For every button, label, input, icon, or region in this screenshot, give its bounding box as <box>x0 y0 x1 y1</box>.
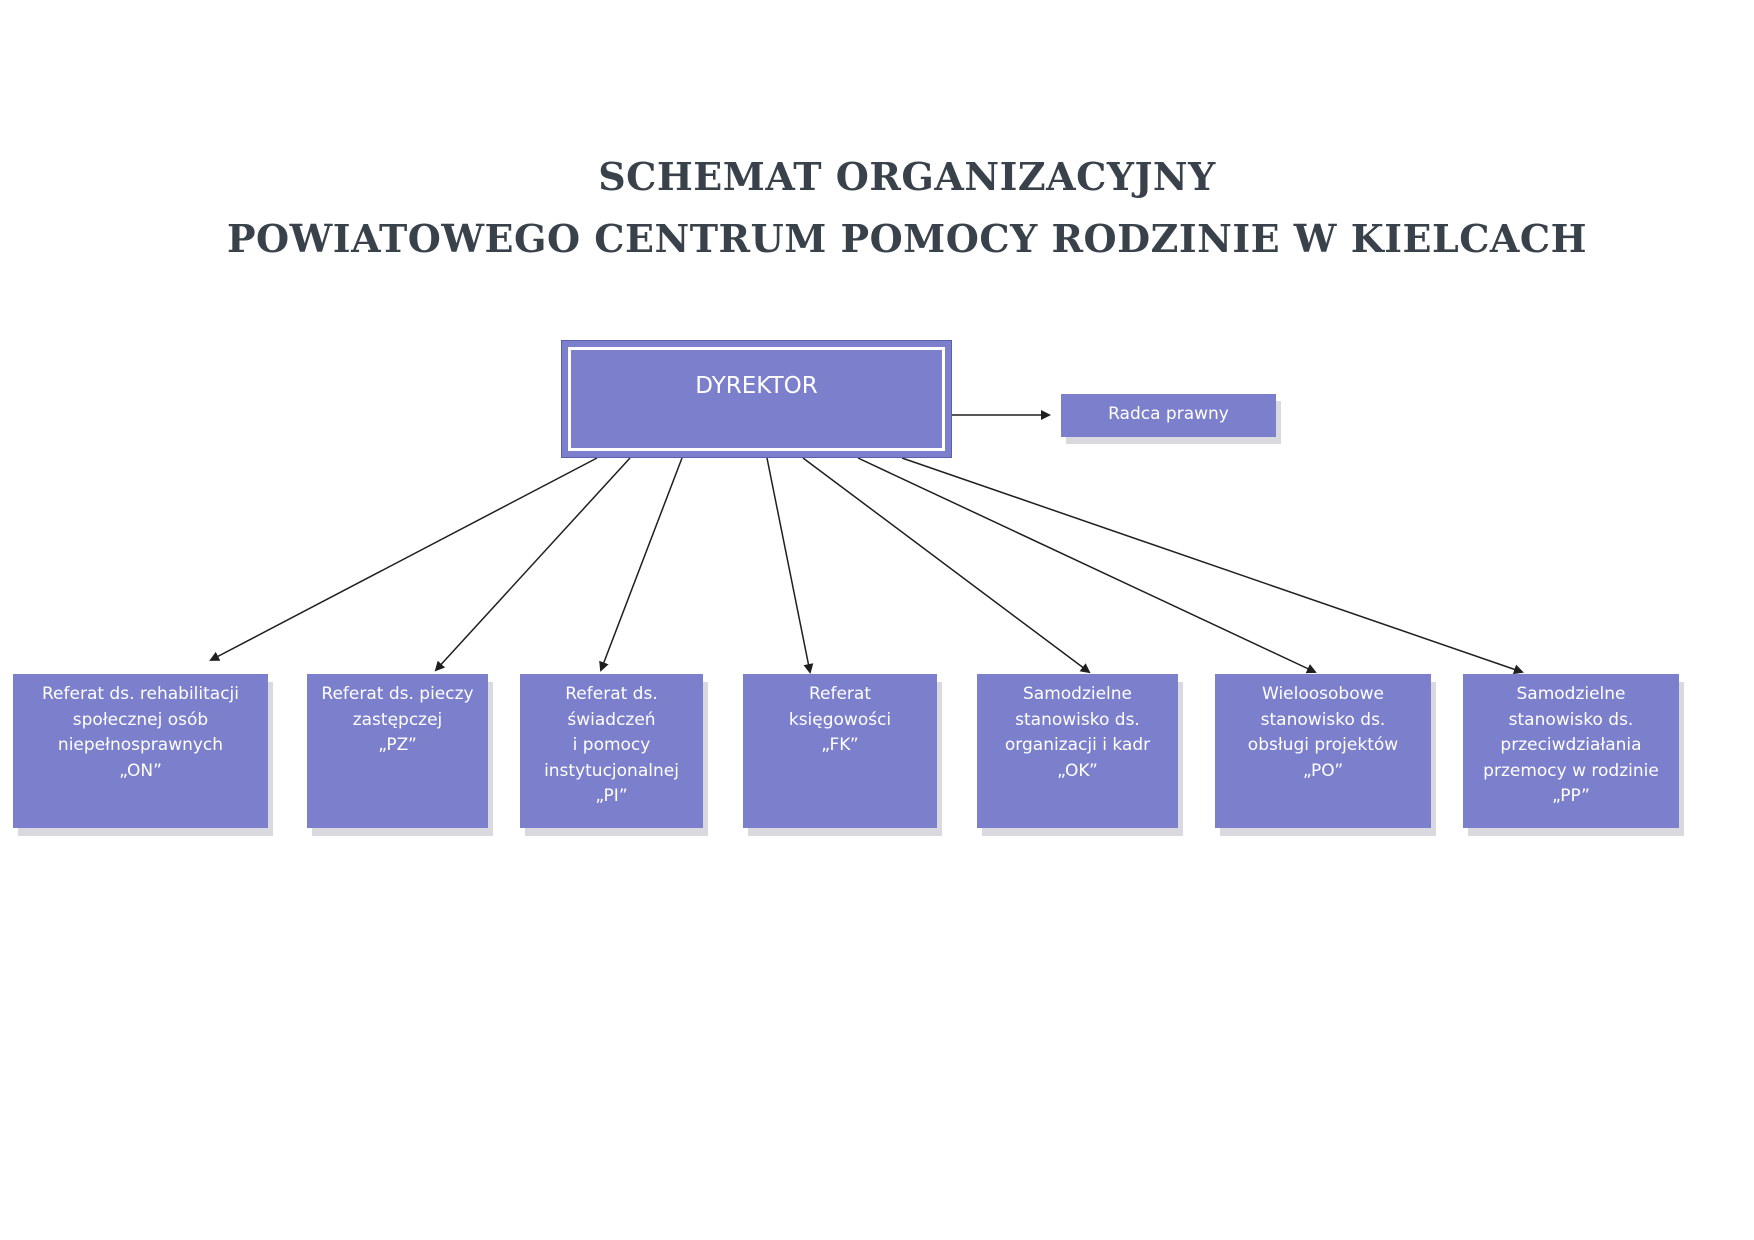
unit-box-ok: Samodzielne stanowisko ds. organizacji i… <box>977 674 1178 828</box>
connector-director-to-pz <box>434 457 631 672</box>
unit-label-ok: Samodzielne stanowisko ds. organizacji i… <box>1004 684 1151 781</box>
unit-box-pz: Referat ds. pieczy zastępczej „PZ” <box>307 674 488 828</box>
unit-box-pi: Referat ds. świadczeń i pomocy instytucj… <box>520 674 703 828</box>
connector-director-to-ok <box>802 457 1091 674</box>
connector-director-to-pi <box>599 457 683 672</box>
unit-label-fk: Referat księgowości „FK” <box>788 684 892 755</box>
connector-director-to-po <box>857 457 1317 674</box>
chart-title-line-1: SCHEMAT ORGANIZACYJNY <box>598 154 1216 199</box>
unit-box-fk: Referat księgowości „FK” <box>743 674 937 828</box>
chart-title-line-2: POWIATOWEGO CENTRUM POMOCY RODZINIE W KI… <box>226 216 1588 261</box>
unit-label-pp: Samodzielne stanowisko ds. przeciwdziała… <box>1483 684 1659 806</box>
unit-box-on: Referat ds. rehabilitacji społecznej osó… <box>13 674 268 828</box>
director-box: DYREKTOR <box>561 340 952 458</box>
unit-label-pi: Referat ds. świadczeń i pomocy instytucj… <box>544 684 679 806</box>
connector-director-to-fk <box>766 457 814 674</box>
director-label: DYREKTOR <box>695 373 818 399</box>
unit-label-pz: Referat ds. pieczy zastępczej „PZ” <box>321 684 474 755</box>
connector-director-to-pp <box>901 457 1524 675</box>
director-box-inner: DYREKTOR <box>568 347 945 451</box>
unit-box-po: Wieloosobowe stanowisko ds. obsługi proj… <box>1215 674 1431 828</box>
legal-counsel-label: Radca prawny <box>1108 404 1229 424</box>
unit-box-pp: Samodzielne stanowisko ds. przeciwdziała… <box>1463 674 1679 828</box>
connector-director-to-on <box>209 457 598 661</box>
unit-label-po: Wieloosobowe stanowisko ds. obsługi proj… <box>1247 684 1399 781</box>
legal-counsel-box: Radca prawny <box>1061 394 1276 437</box>
unit-label-on: Referat ds. rehabilitacji społecznej osó… <box>42 684 239 781</box>
